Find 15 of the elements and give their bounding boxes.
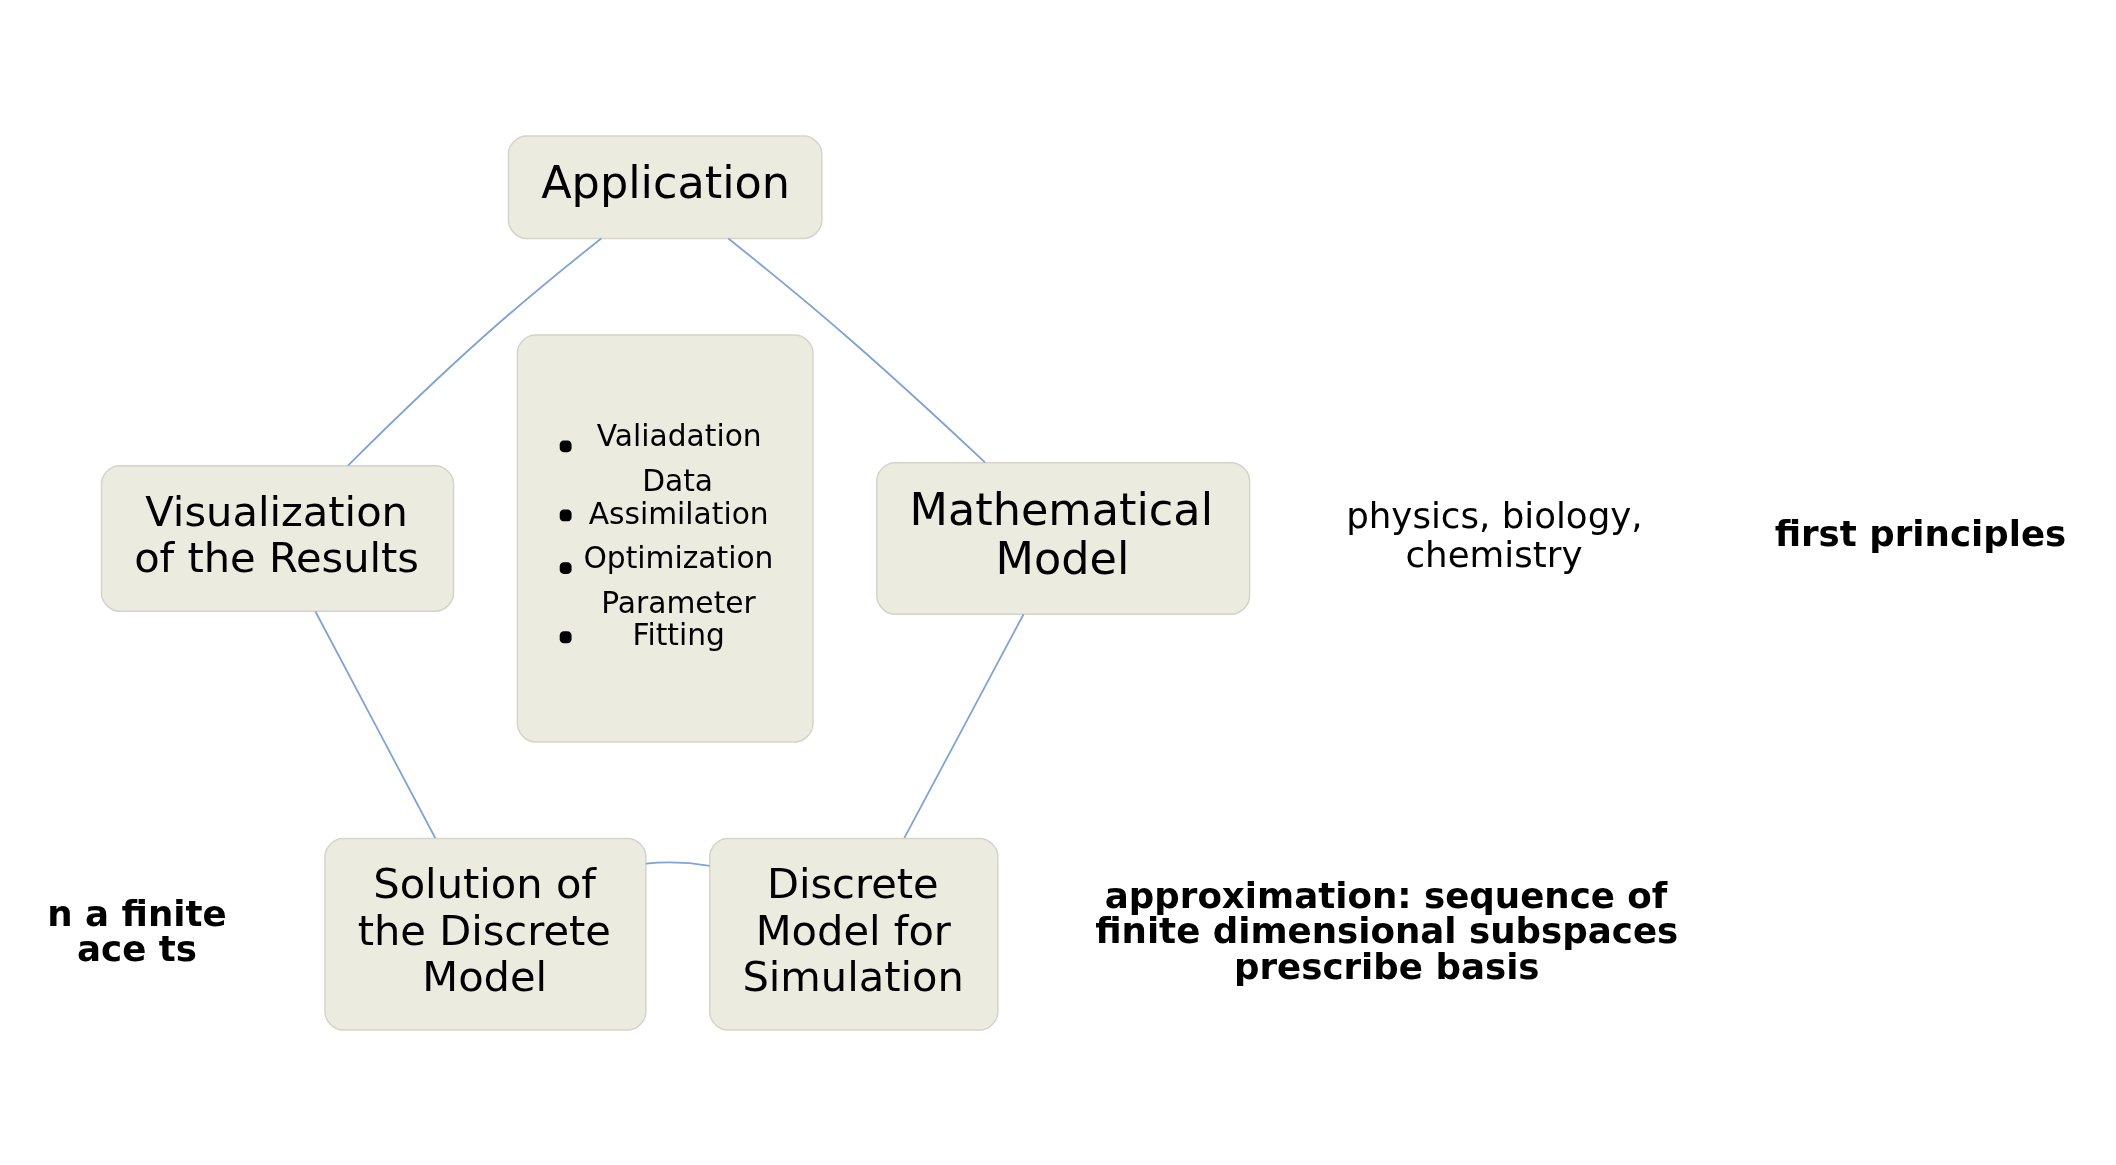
connector xyxy=(347,237,603,466)
node-box: Mathematical Model xyxy=(876,461,1251,615)
label: approximation: sequence of finite dimensional subspaces prescribe basis xyxy=(1095,874,1679,987)
node-box: Valiadation Data Assimilation Optimization Parameter Fitting xyxy=(516,333,814,743)
node-box: Application xyxy=(507,134,823,239)
connector xyxy=(903,612,1025,839)
connector xyxy=(645,861,711,867)
label: physics, biology, chemistry xyxy=(1346,494,1643,575)
connector xyxy=(727,237,986,463)
label: first principles xyxy=(1774,512,2067,554)
node-box: Solution of the Discrete Model xyxy=(324,837,647,1031)
label: n a finite ace ts xyxy=(47,892,227,969)
node-box: Discrete Model for Simulation xyxy=(708,837,999,1031)
node-box: Visualization of the Results xyxy=(100,464,455,612)
connector xyxy=(314,610,437,839)
